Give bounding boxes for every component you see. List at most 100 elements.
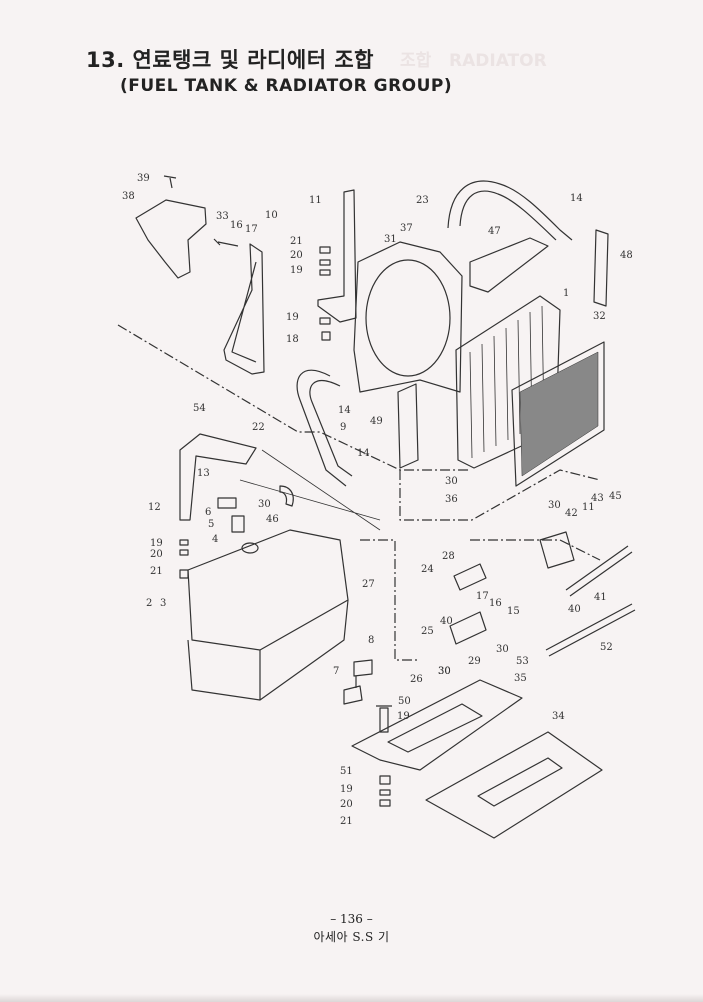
callout-label: 11: [309, 195, 322, 206]
callout-label: 33: [216, 211, 229, 222]
scan-edge: [0, 994, 703, 1002]
fan-shroud-opening: [365, 259, 451, 377]
callout-label: 40: [568, 604, 581, 615]
plate-49: [397, 383, 419, 469]
washer-stack: [319, 246, 331, 341]
callout-label: 38: [122, 191, 135, 202]
callout-label: 48: [620, 250, 633, 261]
footer-note: 아세아 S.S 기: [313, 930, 390, 944]
fan-shroud-31: [353, 241, 463, 393]
callout-label: 20: [290, 250, 303, 261]
callout-label: 19: [290, 265, 303, 276]
callout-label: 8: [368, 635, 374, 646]
callout-label: 25: [421, 626, 434, 637]
bolt-50: [376, 705, 392, 733]
strap-54: [179, 433, 257, 521]
callout-label: 52: [600, 642, 613, 653]
boundary-line: [470, 539, 601, 561]
callout-label: 22: [252, 422, 265, 433]
callout-label: 35: [514, 673, 527, 684]
callout-label: 32: [593, 311, 606, 322]
callout-label: 9: [340, 422, 346, 433]
callout-label: 54: [193, 403, 206, 414]
callout-label: 13: [197, 468, 210, 479]
callout-label: 42: [565, 508, 578, 519]
lower-hose-9: [296, 369, 353, 487]
radiator-fins: [469, 305, 545, 459]
washer-stack-bottom: [379, 775, 391, 807]
bolt-33: [213, 238, 239, 247]
callout-label: 41: [594, 592, 607, 603]
sender-7: [343, 659, 373, 705]
callout-label: 16: [230, 220, 243, 231]
washer-stack-left: [179, 539, 189, 579]
callout-label: 28: [442, 551, 455, 562]
callout-label: 19: [150, 538, 163, 549]
callout-label: 19: [397, 711, 410, 722]
bracket-10: [223, 243, 265, 375]
callout-label: 23: [416, 195, 429, 206]
plate-34-slot: [477, 757, 563, 807]
bracket-11: [317, 189, 357, 323]
bleed-through-text: 조합 RADIATOR: [400, 51, 547, 71]
screen-32: [511, 341, 605, 487]
reservoir-42: [539, 531, 575, 569]
callout-label: 26: [410, 674, 423, 685]
callout-label: 2: [146, 598, 152, 609]
callout-label: 10: [265, 210, 278, 221]
callout-label: 15: [507, 606, 520, 617]
callout-label: 21: [340, 816, 353, 827]
page-title: 13. 연료탱크 및 라디에터 조합: [86, 48, 374, 72]
boundary-line: [360, 539, 420, 661]
plate-35: [351, 679, 523, 771]
callout-label: 20: [150, 549, 163, 560]
callout-label: 29: [468, 656, 481, 667]
callout-label: 18: [286, 334, 299, 345]
callout-label: 20: [340, 799, 353, 810]
rod-52: [545, 603, 636, 657]
callout-label: 3: [160, 598, 166, 609]
callout-label: 50: [398, 696, 411, 707]
callout-label: 17: [476, 591, 489, 602]
callout-label: 51: [340, 766, 353, 777]
page-number: – 136 –: [330, 912, 373, 926]
callout-label: 46: [266, 514, 279, 525]
callout-label: 14: [570, 193, 583, 204]
filter-28: [453, 563, 487, 591]
callout-label: 30: [438, 666, 451, 677]
filler-cap-6: [217, 497, 245, 533]
callout-label: 5: [208, 519, 214, 530]
boundary-line: [117, 324, 470, 471]
page-subtitle: (FUEL TANK & RADIATOR GROUP): [120, 76, 453, 96]
fuel-tank-lower: [187, 599, 349, 701]
callout-label: 21: [290, 236, 303, 247]
callout-label: 14: [338, 405, 351, 416]
callout-label: 31: [384, 234, 397, 245]
bolt-39: [163, 175, 177, 189]
callout-label: 17: [245, 224, 258, 235]
callout-label: 11: [582, 502, 595, 513]
elbow-46: [279, 485, 294, 507]
callout-label: 30: [548, 500, 561, 511]
callout-label: 45: [609, 491, 622, 502]
callout-label: 39: [137, 173, 150, 184]
callout-label: 36: [445, 494, 458, 505]
callout-label: 30: [438, 666, 451, 677]
upper-hose-23: [447, 180, 573, 241]
heading: 13. 연료탱크 및 라디에터 조합 (FUEL TANK & RADIATOR…: [86, 44, 452, 96]
callout-label: 37: [400, 223, 413, 234]
callout-label: 34: [552, 711, 565, 722]
callout-label: 1: [563, 288, 569, 299]
callout-label: 53: [516, 656, 529, 667]
fuel-tank-3: [187, 529, 349, 651]
callout-label: 4: [212, 534, 218, 545]
callout-label: 21: [150, 566, 163, 577]
bracket-plate-38: [135, 199, 207, 279]
callout-label: 7: [333, 666, 339, 677]
plate-34: [425, 731, 603, 839]
callout-label: 49: [370, 416, 383, 427]
plate-35-slot: [387, 703, 483, 753]
filter-29: [449, 611, 487, 645]
boundary-line: [399, 469, 601, 521]
